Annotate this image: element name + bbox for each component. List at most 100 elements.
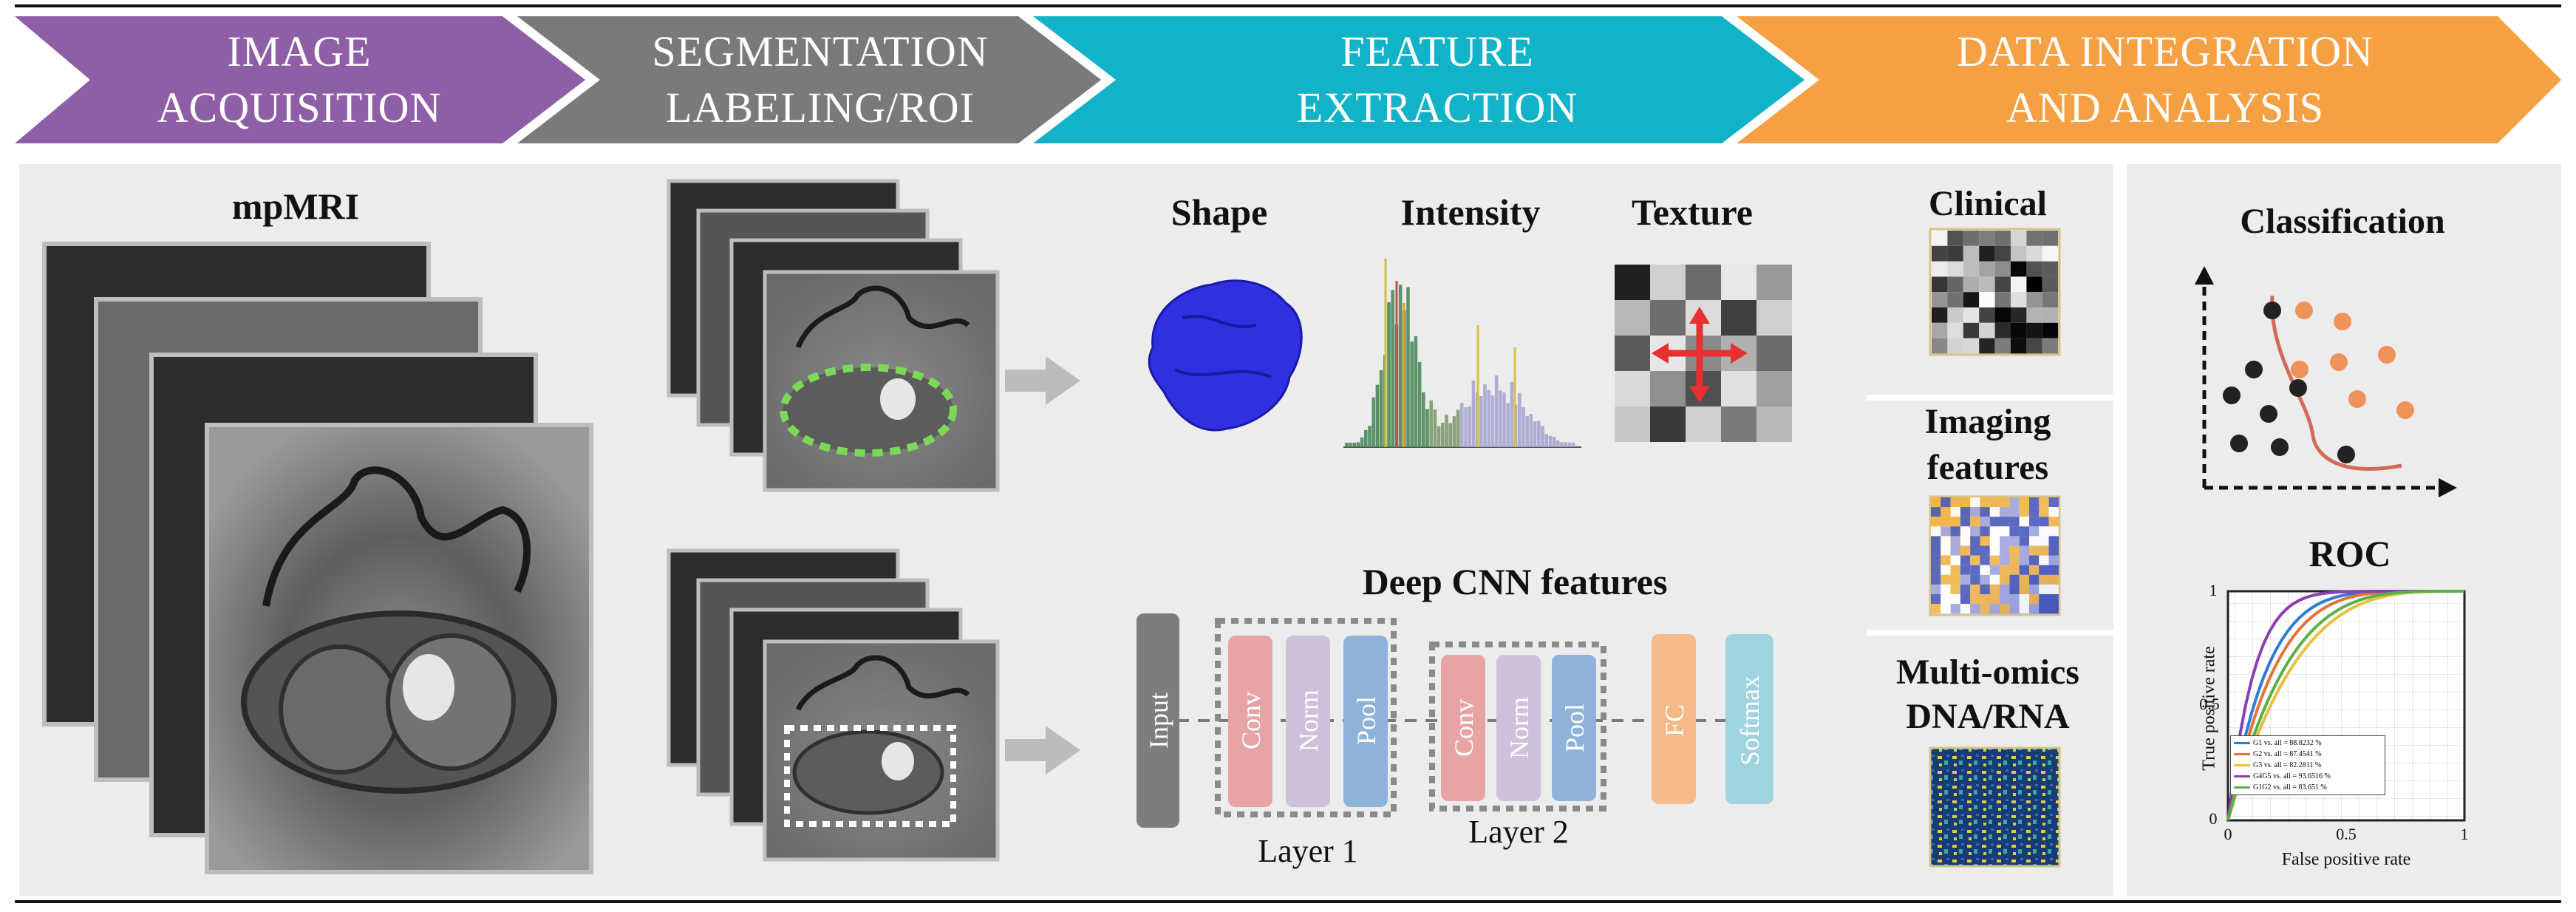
imaging-cell xyxy=(2019,545,2029,556)
roc-legend-label-4: G4G5 vs. all = 93.6516 % xyxy=(2253,772,2331,780)
clinical-cell xyxy=(1947,292,1963,307)
imaging-cell xyxy=(2039,594,2049,605)
histogram-bar xyxy=(1433,409,1437,447)
imaging-cell xyxy=(2009,555,2020,565)
imaging-cell xyxy=(2000,517,2010,527)
header-step-1-line2: ACQUISITION xyxy=(157,84,442,132)
histogram-bar xyxy=(1398,285,1403,447)
histogram-bar xyxy=(1352,443,1356,447)
clinical-cell xyxy=(1947,276,1963,293)
histogram-bar xyxy=(1375,384,1380,447)
imaging-cell xyxy=(2048,565,2059,575)
imaging-cell xyxy=(1980,555,1990,565)
histogram-bar xyxy=(1556,440,1560,447)
clinical-cell xyxy=(1932,307,1948,323)
clinical-cell xyxy=(1963,338,1980,354)
clinical-cell xyxy=(1994,322,2011,338)
imaging-cell xyxy=(2039,604,2049,614)
clinical-cell xyxy=(2026,245,2042,262)
clinical-cell xyxy=(1932,261,1948,277)
clinical-cell xyxy=(2042,276,2059,293)
clinical-cell xyxy=(2042,322,2059,338)
header-step-1-line1: IMAGE xyxy=(227,27,372,75)
chevron-extraction xyxy=(1033,16,1805,143)
imaging-cell xyxy=(2039,507,2049,517)
imaging-cell xyxy=(2009,545,2020,556)
imaging-cell xyxy=(1970,526,1980,537)
imaging-cell xyxy=(2039,517,2049,527)
imaging-cell xyxy=(1940,507,1951,517)
clinical-cell xyxy=(1947,338,1963,354)
imaging-cell xyxy=(1950,517,1960,527)
imaging-cell xyxy=(1970,536,1980,546)
imaging-cell xyxy=(1980,545,1990,556)
clinical-cell xyxy=(1979,307,1995,323)
imaging-cell xyxy=(1950,604,1960,614)
texture-cell xyxy=(1615,336,1650,371)
imaging-cell xyxy=(1940,536,1951,546)
clinical-cell xyxy=(1979,338,1995,354)
clinical-cell xyxy=(2011,322,2027,338)
imaging-cell xyxy=(1931,497,1941,508)
histogram-bar xyxy=(1441,422,1445,447)
imaging-cell xyxy=(2009,565,2020,575)
imaging-cell xyxy=(2029,584,2040,594)
imaging-cell xyxy=(1950,545,1960,556)
clinical-matrix xyxy=(1929,228,2061,356)
segmentation-stack-box xyxy=(667,548,1000,862)
clinical-cell xyxy=(1994,292,2011,307)
texture-cell xyxy=(1650,406,1686,442)
histogram-bar xyxy=(1349,443,1352,447)
header-step-1: IMAGE ACQUISITION xyxy=(133,24,466,136)
texture-cell xyxy=(1650,265,1686,300)
chevron-segmentation xyxy=(517,16,1101,143)
segmentation-stack-roi xyxy=(667,179,1000,492)
imaging-cell xyxy=(2019,604,2029,614)
class-a-point xyxy=(2263,302,2281,319)
roc-legend-label-2: G2 vs. all = 87.4541 % xyxy=(2253,750,2322,758)
texture-arrowhead xyxy=(1652,343,1669,364)
header-step-4-line1: DATA INTEGRATION xyxy=(1957,27,2374,75)
clinical-cell xyxy=(1994,245,2011,262)
class-b-point xyxy=(2348,390,2366,408)
imaging-cell xyxy=(2029,555,2040,565)
imaging-cell xyxy=(2000,497,2010,508)
histogram-bar xyxy=(1464,407,1468,447)
histogram-bar xyxy=(1533,421,1537,447)
histogram-bar xyxy=(1510,382,1514,447)
histogram-bar xyxy=(1548,435,1553,447)
imaging-cell xyxy=(1970,545,1980,556)
roc-legend-item-2: G2 vs. all = 87.4541 % xyxy=(2234,749,2382,760)
imaging-cell xyxy=(1940,497,1951,508)
imaging-cell xyxy=(2039,555,2049,565)
imaging-cell xyxy=(1989,584,2000,594)
clinical-cell xyxy=(2026,261,2042,277)
histogram-bar xyxy=(1567,443,1572,447)
imaging-cell xyxy=(2029,545,2040,556)
imaging-cell xyxy=(1931,594,1941,605)
texture-cell xyxy=(1686,406,1721,442)
imaging-cell xyxy=(2039,584,2049,594)
clinical-cell xyxy=(1963,276,1980,293)
imaging-cell xyxy=(1940,574,1951,585)
histogram-bar xyxy=(1372,397,1375,447)
histogram-bar xyxy=(1479,395,1483,447)
class-b-point xyxy=(2378,346,2396,364)
imaging-cell xyxy=(2019,584,2029,594)
clinical-cell xyxy=(2026,231,2042,246)
imaging-cell xyxy=(2009,526,2020,537)
imaging-cell xyxy=(1950,526,1960,537)
clinical-cell xyxy=(1947,261,1963,277)
imaging-cell xyxy=(1950,555,1960,565)
histogram-bar xyxy=(1518,392,1522,447)
texture-cell xyxy=(1756,336,1792,371)
clinical-cell xyxy=(2011,276,2027,293)
imaging-cell xyxy=(2009,594,2020,605)
header-step-2-line1: SEGMENTATION xyxy=(652,27,989,75)
texture-cell xyxy=(1756,371,1792,406)
classification-plot xyxy=(2195,266,2457,497)
histogram-bar xyxy=(1364,429,1368,447)
histogram-bar xyxy=(1356,442,1360,447)
texture-cell xyxy=(1721,300,1756,336)
imaging-cell xyxy=(2019,594,2029,605)
